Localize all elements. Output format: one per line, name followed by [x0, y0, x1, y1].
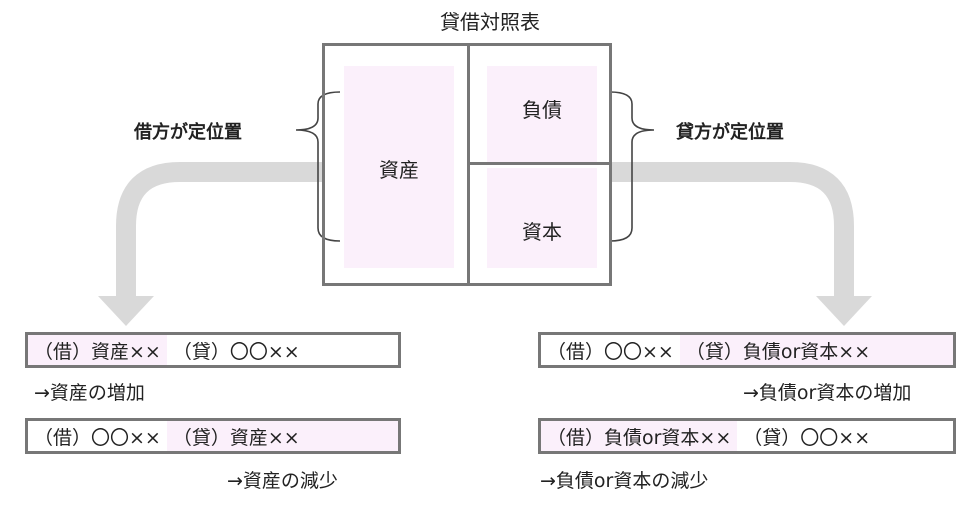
journal-entry-liability-decrease: （借）負債or資本×× （貸）〇〇×× [538, 418, 956, 454]
right-curved-arrow [612, 162, 854, 300]
credit-text: （貸）〇〇×× [743, 426, 871, 449]
note-liability-decrease: →負債or資本の減少 [540, 470, 709, 492]
note-liability-increase: →負債or資本の増加 [743, 382, 912, 404]
capital-label: 資本 [522, 220, 562, 244]
note-asset-increase: →資産の増加 [34, 382, 145, 404]
credit-text: （貸）資産×× [166, 421, 398, 451]
liabilities-area [487, 66, 597, 162]
left-brace [295, 91, 341, 242]
credit-side-label: 貸方が定位置 [676, 122, 784, 143]
liabilities-label: 負債 [522, 98, 562, 122]
left-arrow-head [98, 296, 154, 326]
assets-area [344, 66, 454, 268]
note-asset-decrease: →資産の減少 [227, 470, 338, 492]
debit-text: （借）負債or資本×× [541, 421, 738, 451]
right-brace [609, 91, 655, 242]
debit-text: （借）〇〇×× [547, 340, 674, 363]
journal-entry-asset-increase: （借）資産×× （貸）〇〇×× [25, 332, 401, 368]
credit-text: （貸）負債or資本×× [679, 335, 953, 365]
debit-side-label: 借方が定位置 [134, 122, 242, 143]
balance-sheet-divider-horizontal [467, 162, 612, 165]
assets-label: 資産 [379, 158, 419, 182]
capital-area [487, 168, 597, 268]
debit-text: （借）〇〇×× [34, 426, 161, 449]
left-curved-arrow [116, 162, 322, 300]
debit-text: （借）資産×× [28, 335, 167, 365]
journal-entry-asset-decrease: （借）〇〇×× （貸）資産×× [25, 418, 401, 454]
diagram-title: 貸借対照表 [440, 10, 540, 34]
credit-text: （貸）〇〇×× [172, 340, 300, 363]
journal-entry-liability-increase: （借）〇〇×× （貸）負債or資本×× [538, 332, 956, 368]
right-arrow-head [816, 296, 872, 326]
